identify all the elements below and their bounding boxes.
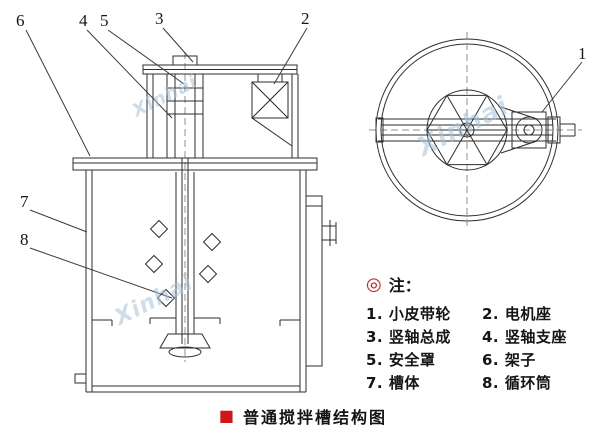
- note-row: 3. 竖轴总成 4. 竖轴支座: [366, 326, 602, 349]
- callout-5: 5: [100, 11, 109, 30]
- note-item: 7. 槽体: [366, 374, 420, 392]
- note-row: 5. 安全罩 6. 架子: [366, 349, 602, 372]
- caption: ■ 普通搅拌槽结构图: [0, 404, 606, 428]
- note-row: 1. 小皮带轮 2. 电机座: [366, 303, 602, 326]
- note-item: 5. 安全罩: [366, 351, 436, 369]
- top-view: [369, 32, 582, 228]
- caption-title: 普通搅拌槽结构图: [243, 408, 388, 427]
- callout-2: 2: [301, 9, 310, 28]
- note-row: 7. 槽体 8. 循环筒: [366, 372, 602, 395]
- note-item: 3. 竖轴总成: [366, 328, 451, 346]
- callout-7: 7: [20, 192, 29, 211]
- note-bullet-icon: ◎: [366, 273, 382, 295]
- leader-lines: [25, 27, 583, 299]
- callout-8: 8: [20, 230, 29, 249]
- note-item: 2. 电机座: [482, 305, 552, 323]
- note-item: 8. 循环筒: [482, 374, 552, 392]
- caption-marker-icon: ■: [218, 406, 235, 425]
- front-view: [72, 52, 337, 393]
- notes-header: ◎ 注：: [366, 272, 602, 296]
- callout-3: 3: [155, 9, 164, 28]
- note-item: 1. 小皮带轮: [366, 305, 451, 323]
- note-item: 4. 竖轴支座: [482, 328, 567, 346]
- callout-1: 1: [578, 44, 587, 63]
- callout-4: 4: [79, 11, 88, 30]
- notes-title: 注：: [388, 276, 421, 295]
- callout-6: 6: [16, 11, 25, 30]
- note-item: 6. 架子: [482, 351, 536, 369]
- notes-panel: ◎ 注： 1. 小皮带轮 2. 电机座 3. 竖轴总成 4. 竖轴支座 5. 安…: [366, 272, 602, 395]
